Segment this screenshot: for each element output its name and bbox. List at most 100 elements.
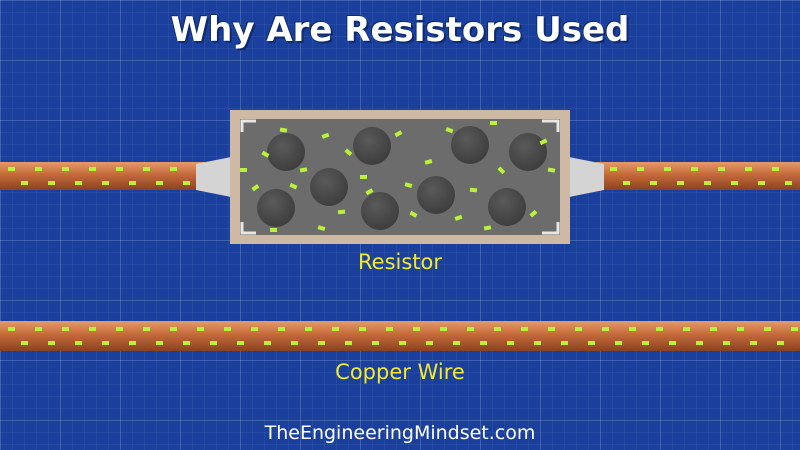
resistor-left-lead [196,156,236,198]
electron [48,181,55,185]
electron [75,181,82,185]
electron [704,181,711,185]
electron [691,167,698,171]
electron [210,341,217,345]
electron [453,341,460,345]
electron [332,327,339,331]
electron [359,327,366,331]
electron [623,181,630,185]
right-wire [596,162,800,190]
electron [156,341,163,345]
left-wire [0,162,205,190]
electron [224,327,231,331]
electron [642,341,649,345]
electron [35,327,42,331]
electron [183,341,190,345]
electron [48,341,55,345]
electron [183,181,190,185]
electron [143,167,150,171]
electron [629,327,636,331]
electron [494,327,501,331]
electron [507,341,514,345]
electron [62,167,69,171]
electron [467,327,474,331]
electron [656,327,663,331]
electron [440,327,447,331]
electron [718,167,725,171]
electron [610,167,617,171]
copper-wire-label: Copper Wire [335,360,465,384]
electron [116,327,123,331]
website-link[interactable]: TheEngineeringMindset.com [264,422,536,444]
electron [696,341,703,345]
electron [399,341,406,345]
electron [386,327,393,331]
copper-wire-electrons [8,327,798,345]
electron [602,327,609,331]
resistor-electrons [240,121,556,232]
electron [156,181,163,185]
electron [758,181,765,185]
electron [561,341,568,345]
electron [575,327,582,331]
electron [772,167,779,171]
electron [615,341,622,345]
electron [777,341,784,345]
electron [785,181,792,185]
electron [664,167,671,171]
electron [170,167,177,171]
electron [710,327,717,331]
electron [8,327,15,331]
electron [170,327,177,331]
electron [264,341,271,345]
electron [669,341,676,345]
electron [650,181,657,185]
electron [750,341,757,345]
electron [89,167,96,171]
electron [745,167,752,171]
electron [637,167,644,171]
electron [480,341,487,345]
electron [62,327,69,331]
electron [129,181,136,185]
electron [102,181,109,185]
electron [237,341,244,345]
electron [251,327,258,331]
electron [89,327,96,331]
electron [534,341,541,345]
electron [413,327,420,331]
electron [318,341,325,345]
electron [116,167,123,171]
electron [305,327,312,331]
electron [129,341,136,345]
electron [75,341,82,345]
electron [197,327,204,331]
copper-wire [0,321,800,351]
electron [345,341,352,345]
electron [731,181,738,185]
electron [723,341,730,345]
electron [372,341,379,345]
electron [291,341,298,345]
electron [8,167,15,171]
electron [35,167,42,171]
electron [588,341,595,345]
page-title: Why Are Resistors Used [170,10,630,50]
electron [278,327,285,331]
electron [102,341,109,345]
electron [548,327,555,331]
electron [21,181,28,185]
top-wire-electrons [8,167,792,185]
electron [677,181,684,185]
electron [683,327,690,331]
electron [143,327,150,331]
electron [521,327,528,331]
electron [764,327,771,331]
electron [791,327,798,331]
resistor-label: Resistor [358,250,442,274]
resistor-right-lead [564,156,604,198]
electron [21,341,28,345]
electron [737,327,744,331]
resistor-atoms [257,126,547,230]
